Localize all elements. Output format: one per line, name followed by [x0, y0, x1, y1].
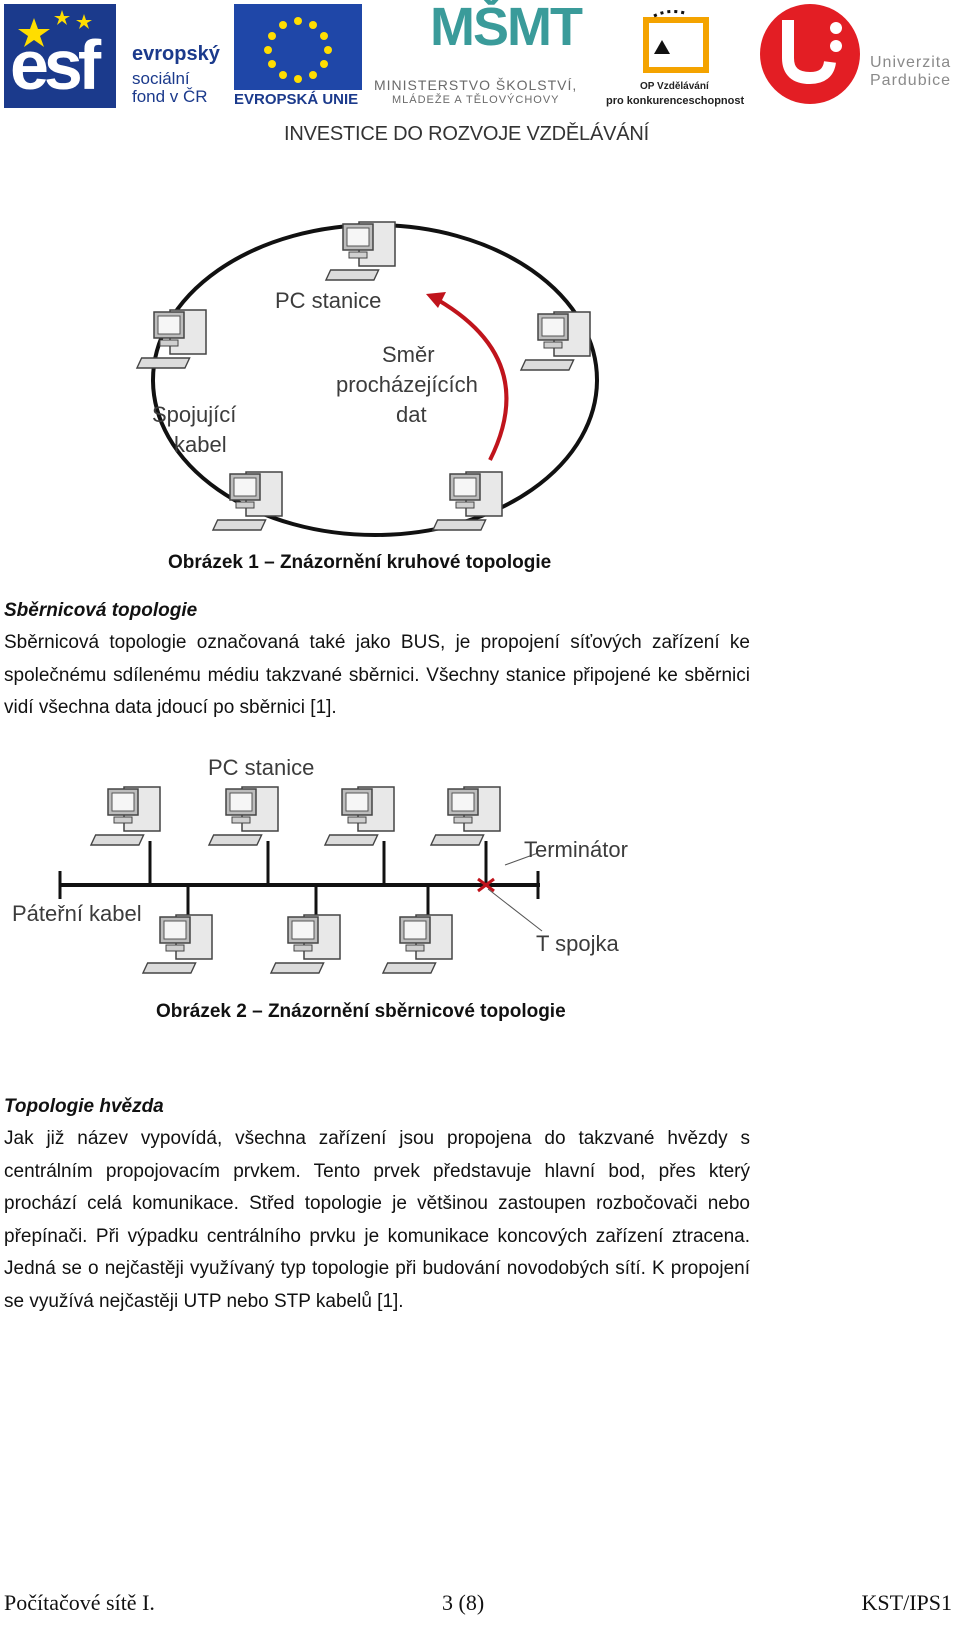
t-joint-mark: [477, 877, 495, 893]
eu-stars-icon: [264, 17, 332, 83]
pointer-line: [504, 852, 539, 866]
label-direction-2: procházejících: [336, 372, 478, 397]
op-caption-2: pro konkurenceschopnost: [606, 95, 745, 107]
esf-logo: esf: [4, 4, 116, 108]
footer-page-number: 3 (8): [442, 1590, 485, 1615]
direction-arrowhead-icon: [426, 292, 446, 308]
pc-icon: [270, 914, 341, 974]
label-backbone: Páteřní kabel: [12, 901, 142, 926]
label-pc-station: PC stanice: [275, 288, 381, 313]
label-cable-1: Spojující: [152, 402, 236, 427]
eu-caption: EVROPSKÁ UNIE: [234, 91, 359, 108]
label-t-joint: T spojka: [536, 931, 620, 956]
upce-logo: [760, 4, 860, 104]
pc-icon: [208, 786, 279, 846]
pc-icon: [430, 786, 501, 846]
upce-line-1: Univerzita: [870, 54, 952, 71]
bus-topology-diagram: PC stanice Terminátor Páteřní kabel T sp…: [12, 755, 628, 974]
msmt-logo: MŠMT: [430, 0, 583, 57]
pc-icon: [382, 914, 453, 974]
label-cable-2: kabel: [174, 432, 227, 457]
figure-2-caption: Obrázek 2 – Znázornění sběrnicové topolo…: [156, 1001, 566, 1022]
section-heading-bus: Sběrnicová topologie: [4, 600, 198, 621]
msmt-caption-2: MLÁDEŽE A TĚLOVÝCHOVY: [392, 94, 560, 106]
investice-tagline: INVESTICE DO ROZVOJE VZDĚLÁVÁNÍ: [284, 123, 649, 145]
pc-icon: [90, 786, 161, 846]
label-direction-1: Směr: [382, 342, 435, 367]
esf-title: evropský: [132, 43, 220, 65]
label-terminator: Terminátor: [524, 837, 628, 862]
op-caption-1: OP Vzdělávání: [640, 81, 709, 92]
pc-icon: [324, 786, 395, 846]
figure-1-caption: Obrázek 1 – Znázornění kruhové topologie: [168, 552, 552, 573]
upce-u-icon: [782, 20, 842, 85]
esf-subtitle-2: fond v ČR: [132, 87, 208, 106]
pc-icon: [136, 309, 207, 369]
pc-icon: [325, 221, 396, 281]
label-pc-station: PC stanice: [208, 755, 314, 780]
op-logo-icon: [643, 10, 709, 73]
ring-topology-diagram: PC stanice Směr procházejících dat Spoju…: [136, 221, 599, 537]
msmt-caption-1: MINISTERSTVO ŠKOLSTVÍ,: [374, 77, 578, 93]
footer-code: KST/IPS1: [861, 1590, 952, 1615]
footer-course: Počítačové sítě I.: [4, 1590, 155, 1615]
esf-stars-icon: [18, 10, 92, 47]
direction-arrow: [436, 298, 509, 461]
upce-line-2: Pardubice: [870, 72, 952, 90]
pc-icon: [212, 471, 283, 531]
pointer-line: [487, 888, 543, 932]
label-direction-3: dat: [396, 402, 427, 427]
eu-flag-logo: [234, 4, 362, 90]
esf-subtitle-1: sociální: [132, 69, 190, 88]
section-heading-star: Topologie hvězda: [4, 1096, 164, 1117]
pc-icon: [142, 914, 213, 974]
pc-icon: [432, 471, 503, 531]
esf-letters: esf: [10, 26, 101, 104]
upce-name: Univerzita Pardubice: [870, 54, 951, 91]
section-text-star: Jak již název vypovídá, všechna zařízení…: [4, 1128, 750, 1312]
pc-icon: [520, 311, 591, 371]
section-text-bus: Sběrnicová topologie označovaná také jak…: [4, 632, 750, 718]
